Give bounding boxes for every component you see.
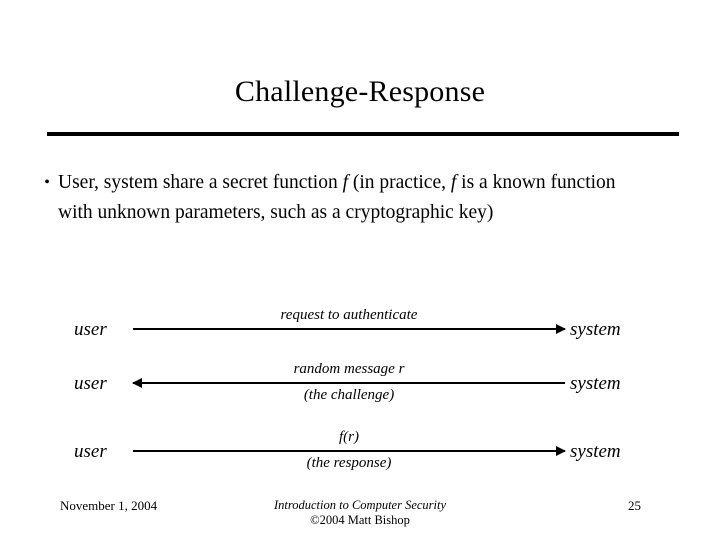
slide-footer: November 1, 2004 Introduction to Compute… — [0, 494, 720, 534]
party-label-user-1: user — [74, 319, 107, 340]
message-arrow-3 — [133, 446, 566, 456]
message-label-1-above: request to authenticate — [280, 307, 418, 323]
bullet-segment-plain-3: is a known function with unknown paramet… — [58, 172, 616, 223]
protocol-diagram: user request to authenticate system user… — [0, 288, 720, 484]
bullet-list: • User, system share a secret function f… — [36, 168, 684, 228]
exchange-row-1: user request to authenticate system — [0, 294, 720, 354]
footer-copyright: ©2004 Matt Bishop — [310, 513, 410, 527]
footer-page-number: 25 — [628, 498, 641, 513]
bullet-segment-plain-1: User, system share a secret function — [58, 172, 343, 193]
message-arrow-2 — [132, 378, 565, 388]
bullet-segment-plain-2: (in practice, — [348, 172, 451, 193]
message-label-2-below: (the challenge) — [303, 387, 395, 403]
message-arrow-1 — [133, 324, 566, 334]
bullet-segment-italic-f2: f — [450, 172, 457, 193]
arrow-shaft — [133, 382, 565, 384]
arrowhead-left-icon — [132, 378, 142, 388]
bullet-marker-icon: • — [44, 174, 50, 191]
arrowhead-right-icon — [556, 324, 566, 334]
arrow-shaft — [133, 328, 565, 330]
party-label-user-3: user — [74, 441, 107, 462]
party-label-system-2: system — [570, 373, 621, 394]
arrow-shaft — [133, 450, 565, 452]
party-label-system-1: system — [570, 319, 621, 340]
message-label-2-above: random message r — [293, 361, 405, 377]
message-label-3-above: f(r) — [339, 429, 359, 445]
party-label-system-3: system — [570, 441, 621, 462]
exchange-row-3: user f(r) (the response) system — [0, 416, 720, 476]
bullet-text: User, system share a secret function f (… — [58, 168, 646, 228]
party-label-user-2: user — [74, 373, 107, 394]
title-divider — [47, 132, 679, 136]
footer-course-title: Introduction to Computer Security — [273, 498, 447, 512]
bullet-segment-italic-f1: f — [342, 172, 348, 193]
page-title: Challenge-Response — [234, 75, 486, 108]
list-item: • User, system share a secret function f… — [36, 168, 684, 228]
message-label-3-below: (the response) — [306, 455, 392, 471]
exchange-row-2: user random message r (the challenge) sy… — [0, 348, 720, 408]
footer-attribution: Introduction to Computer Security ©2004 … — [180, 498, 540, 528]
footer-date: November 1, 2004 — [60, 498, 158, 513]
arrowhead-right-icon — [556, 446, 566, 456]
